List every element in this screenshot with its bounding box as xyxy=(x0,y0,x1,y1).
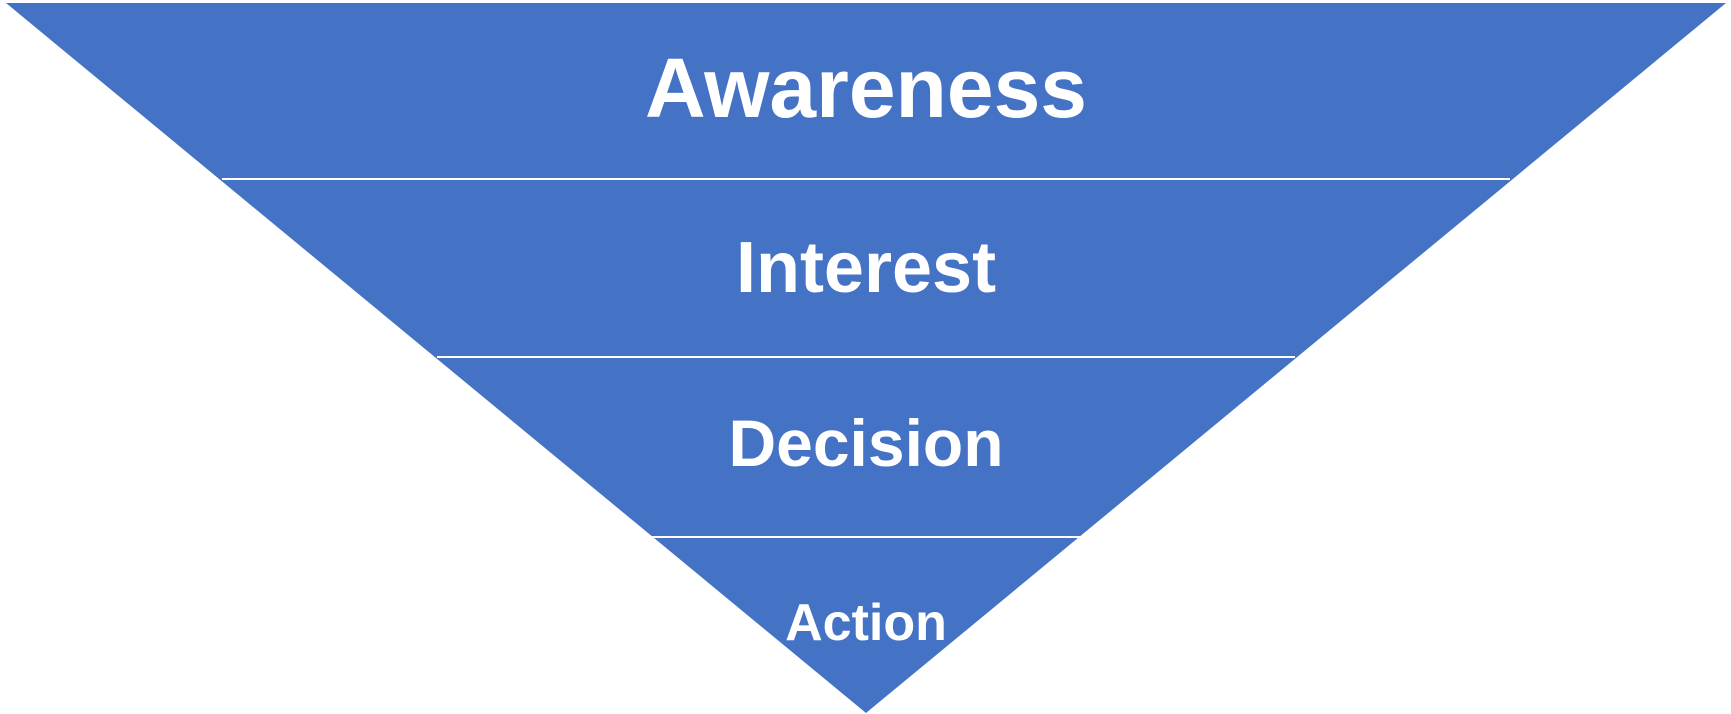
stage-label-decision: Decision xyxy=(728,406,1003,480)
stage-label-action: Action xyxy=(785,594,947,652)
stage-label-interest: Interest xyxy=(736,228,996,308)
stage-label-awareness: Awareness xyxy=(645,41,1087,135)
